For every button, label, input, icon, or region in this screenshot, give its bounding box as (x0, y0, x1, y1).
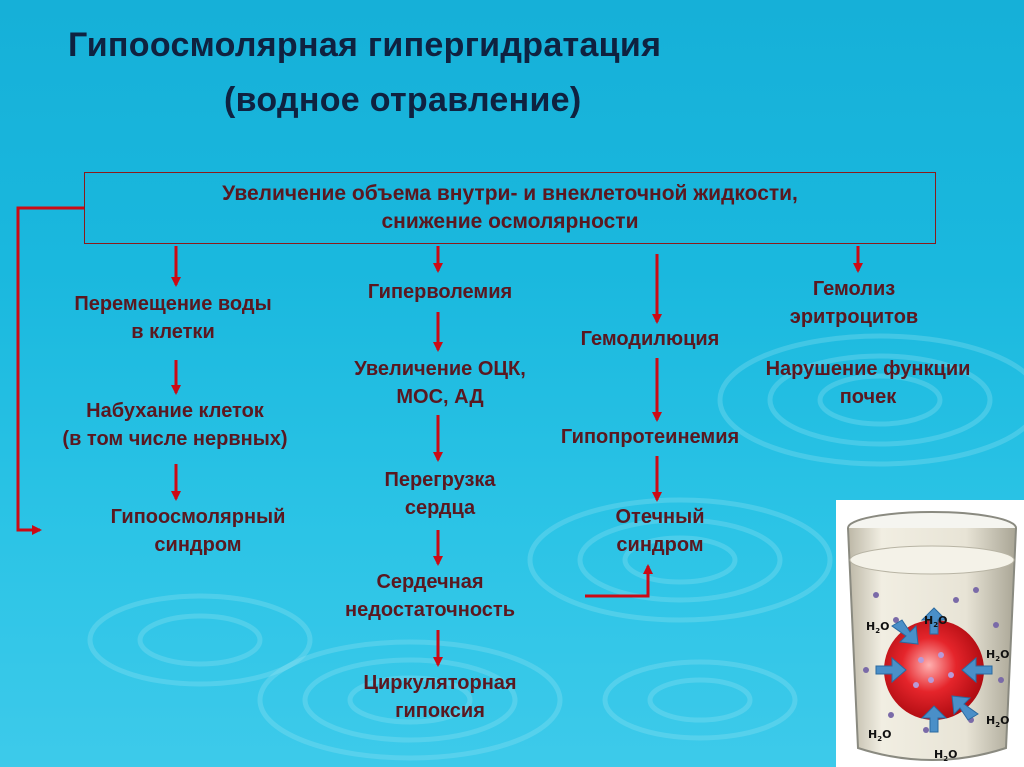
water-arrow-lower-right (951, 695, 979, 721)
node-hypoproteinemia: Гипопротеинемия (560, 426, 740, 448)
water-arrow-bottom (920, 705, 948, 733)
liquid-surface (849, 545, 1015, 575)
water-arrow-top (920, 607, 948, 635)
main-cause-text: Увеличение объема внутри- и внеклеточной… (84, 180, 936, 236)
slide-title-line2: (водное отравление) (224, 81, 582, 119)
slide-title-line1: Гипоосмолярная гипергидратация (68, 26, 662, 64)
svg-text:H2O: H2O (866, 620, 889, 635)
water-glass-illustration: H2O H2O H2O H2O H2O H2O (836, 500, 1024, 767)
red-blood-cell (884, 620, 984, 720)
svg-text:H2O: H2O (924, 614, 947, 629)
arrow-failure-to-edema (585, 564, 653, 598)
node-hemodilution: Гемодилюция (580, 328, 720, 350)
main-cause-box (84, 172, 936, 244)
svg-text:H2O: H2O (986, 714, 1009, 729)
svg-text:H2O: H2O (934, 748, 957, 763)
svg-text:H2O: H2O (868, 728, 891, 743)
node-hypervolemia: Гиперволемия (367, 281, 513, 303)
main-cause-line1: Увеличение объема внутри- и внеклеточной… (222, 182, 798, 205)
water-arrow-left (875, 656, 907, 684)
h2o-labels: H2O H2O H2O H2O H2O H2O (866, 614, 1009, 763)
arrow-box-to-syndrome (16, 206, 84, 535)
water-arrow-right (961, 656, 993, 684)
node-cell-swelling: Набухание клеток(в том числе нервных) (62, 400, 288, 450)
water-arrow-upper-left (891, 619, 919, 645)
svg-text:H2O: H2O (986, 648, 1009, 663)
node-ocs-mos-ad-increase: Увеличение ОЦК,МОС, АД (354, 358, 526, 408)
main-cause-line2: снижение осмолярности (381, 210, 639, 233)
